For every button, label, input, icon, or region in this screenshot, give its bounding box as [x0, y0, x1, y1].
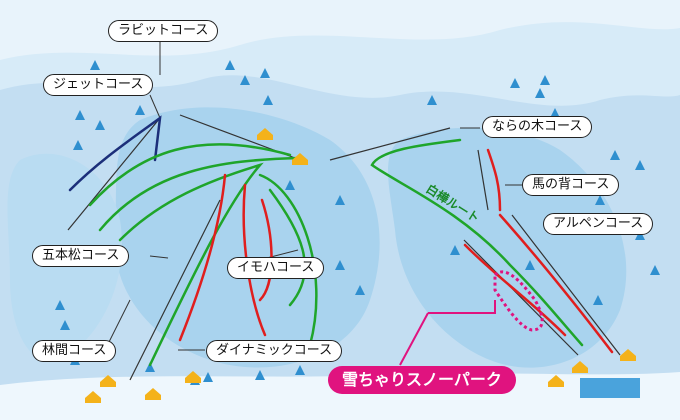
- label-alpen-course[interactable]: アルペンコース: [543, 213, 654, 235]
- label-goho-matsu-course[interactable]: 五本松コース: [32, 245, 130, 267]
- tree-icon: [55, 60, 660, 385]
- goho-matsu-course-line: [98, 156, 302, 232]
- umanose-course-line: [486, 148, 502, 212]
- label-rinkan-course[interactable]: 林間コース: [32, 340, 117, 362]
- snow-park-leader: [428, 300, 496, 314]
- rabbit-course-line: [88, 143, 292, 207]
- dynamic-course-red: [178, 173, 227, 342]
- dynamic-course-green: [258, 173, 318, 347]
- label-umanose-course[interactable]: 馬の背コース: [522, 174, 620, 196]
- alpen-course-line: [498, 213, 614, 354]
- label-jet-course[interactable]: ジェットコース: [43, 74, 154, 96]
- imoha-course-green: [268, 188, 307, 307]
- snow-park-area: [493, 270, 544, 332]
- rinkan-course-line: [118, 162, 264, 367]
- label-snow-park[interactable]: 雪ちゃりスノーパーク: [328, 366, 516, 394]
- shirakaba-route-line: [370, 138, 584, 347]
- jet-course-line: [68, 115, 162, 192]
- label-narano-ki-course[interactable]: ならの木コース: [482, 116, 593, 138]
- alpen-course-line-2: [463, 243, 567, 337]
- label-dynamic-course[interactable]: ダイナミックコース: [206, 340, 343, 362]
- label-imoha-course[interactable]: イモハコース: [227, 257, 325, 279]
- base-building: [580, 378, 640, 398]
- snow-park-leader-2: [399, 312, 429, 366]
- label-rabbit-course[interactable]: ラビットコース: [108, 20, 219, 42]
- lodge-icon: [85, 128, 636, 403]
